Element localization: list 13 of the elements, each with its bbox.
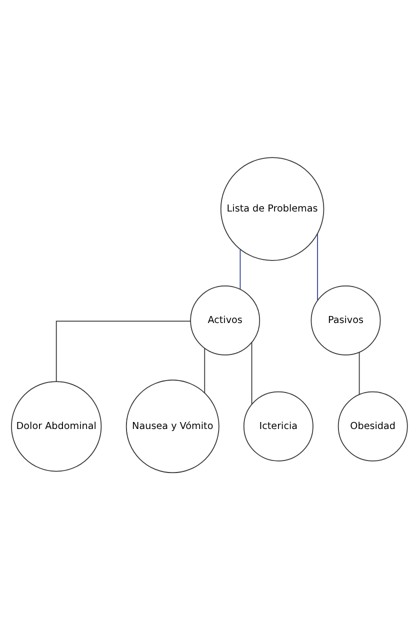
node-circle: Obesidad [338, 391, 408, 462]
connector [240, 249, 241, 290]
node-circle: Activos [190, 285, 260, 356]
node-circle: Lista de Problemas [220, 157, 324, 261]
connector [317, 233, 318, 301]
node-circle: Ictericia [243, 391, 314, 462]
connector [251, 342, 252, 405]
node-circle: Dolor Abdominal [11, 381, 102, 472]
connector [56, 320, 191, 382]
node-circle: Nausea y Vómito [126, 380, 220, 474]
node-circle: Pasivos [310, 285, 381, 356]
connector [358, 352, 360, 396]
connector [204, 348, 206, 394]
